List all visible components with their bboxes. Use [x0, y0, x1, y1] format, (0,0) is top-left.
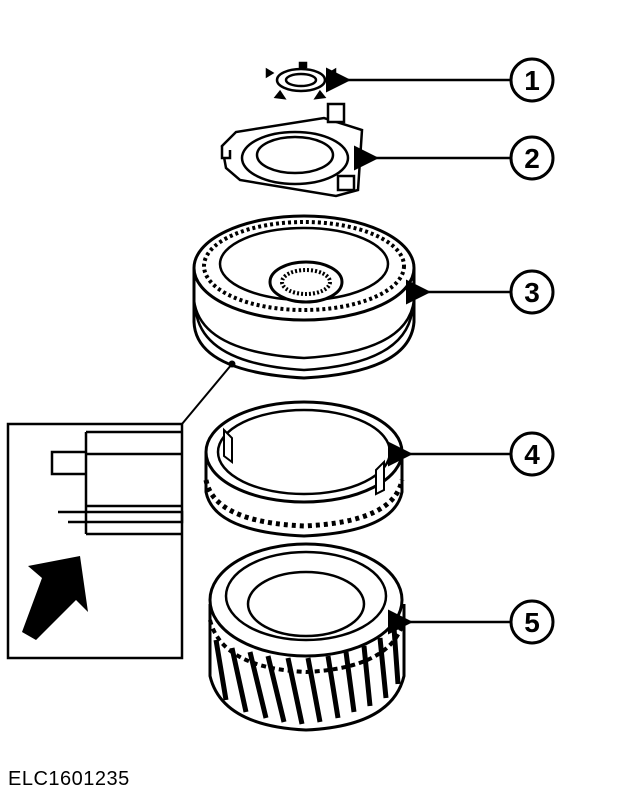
part-5-helical-gear: [208, 542, 406, 732]
callout-2: 2: [509, 135, 555, 181]
detail-arrow-icon: [22, 556, 88, 640]
detail-inset: [6, 360, 236, 660]
callout-4: 4: [509, 431, 555, 477]
part-1-retaining-clip: [265, 61, 337, 100]
callout-1: 1: [509, 57, 555, 103]
part-3-synchronizer-hub: [192, 214, 416, 380]
callout-3-label: 3: [524, 277, 540, 308]
callout-4-label: 4: [524, 439, 540, 470]
callout-arrows: [326, 67, 510, 635]
part-2-thrust-plate: [220, 102, 364, 198]
callout-1-label: 1: [524, 65, 540, 96]
callout-5: 5: [509, 599, 555, 645]
figure-id: ELC1601235: [8, 768, 130, 790]
part-4-blocker-ring: [203, 400, 405, 538]
callout-5-label: 5: [524, 607, 540, 638]
callout-2-label: 2: [524, 143, 540, 174]
callout-3: 3: [509, 269, 555, 315]
